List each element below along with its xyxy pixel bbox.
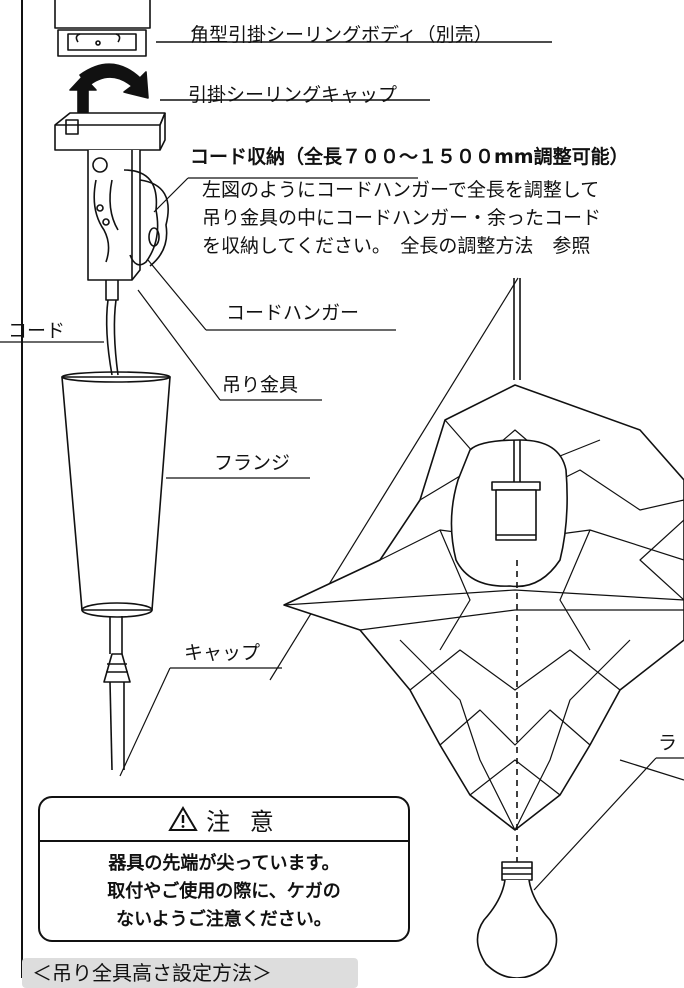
caution-header: 注 意: [40, 798, 408, 842]
cord-storage-line: 吊り金具の中にコードハンガー・余ったコード: [202, 207, 602, 229]
caution-line: 器具の先端が尖っています。: [108, 853, 340, 874]
cord-hanger-label: コードハンガー: [226, 302, 360, 324]
section-heading: ＜吊り全具高さ設定方法＞: [22, 958, 358, 988]
bulb-drawing: [476, 861, 558, 978]
cord-label: コード: [8, 320, 66, 342]
caution-title: 注 意: [206, 807, 280, 836]
bulb-label-partial: ラ: [658, 732, 678, 754]
hanging-bracket-label: 吊り金具: [222, 374, 299, 396]
cord-storage-text: 左図のようにコードハンガーで全長を調整して 吊り金具の中にコードハンガー・余った…: [202, 176, 601, 260]
hanging-bracket-drawing: [87, 150, 169, 281]
cap-label: キャップ: [184, 642, 261, 664]
flange-drawing: [61, 371, 171, 618]
caution-box: 注 意 器具の先端が尖っています。 取付やご使用の際に、ケガの ないようご注意く…: [38, 796, 410, 942]
shade-suspension: [513, 278, 521, 380]
ceiling-body-drawing: [54, 0, 552, 57]
cord-storage-title: コード収納（全長７００～１５００mm調整可能）: [190, 146, 629, 168]
socket-drawing: [450, 439, 568, 588]
rotate-arrow-icon: [69, 63, 149, 113]
warning-triangle-icon: [168, 806, 198, 831]
ceiling-body-label: 角型引掛シーリングボディ（別売）: [190, 24, 493, 46]
ceiling-cap-label: 引掛シーリングキャップ: [188, 84, 398, 106]
cord-storage-line: を収納してください。 全長の調整方法 参照: [202, 235, 591, 257]
caution-line: 取付やご使用の際に、ケガの: [107, 881, 341, 902]
cord-drawing: [105, 280, 119, 376]
caution-line: ないようご注意ください。: [116, 909, 332, 930]
flange-label: フランジ: [214, 452, 291, 474]
ceiling-cap-drawing: [54, 99, 430, 151]
cap-drawing: [103, 616, 131, 771]
caution-body: 器具の先端が尖っています。 取付やご使用の際に、ケガの ないようご注意ください。: [40, 842, 408, 934]
cord-storage-line: 左図のようにコードハンガーで全長を調整して: [202, 179, 600, 201]
